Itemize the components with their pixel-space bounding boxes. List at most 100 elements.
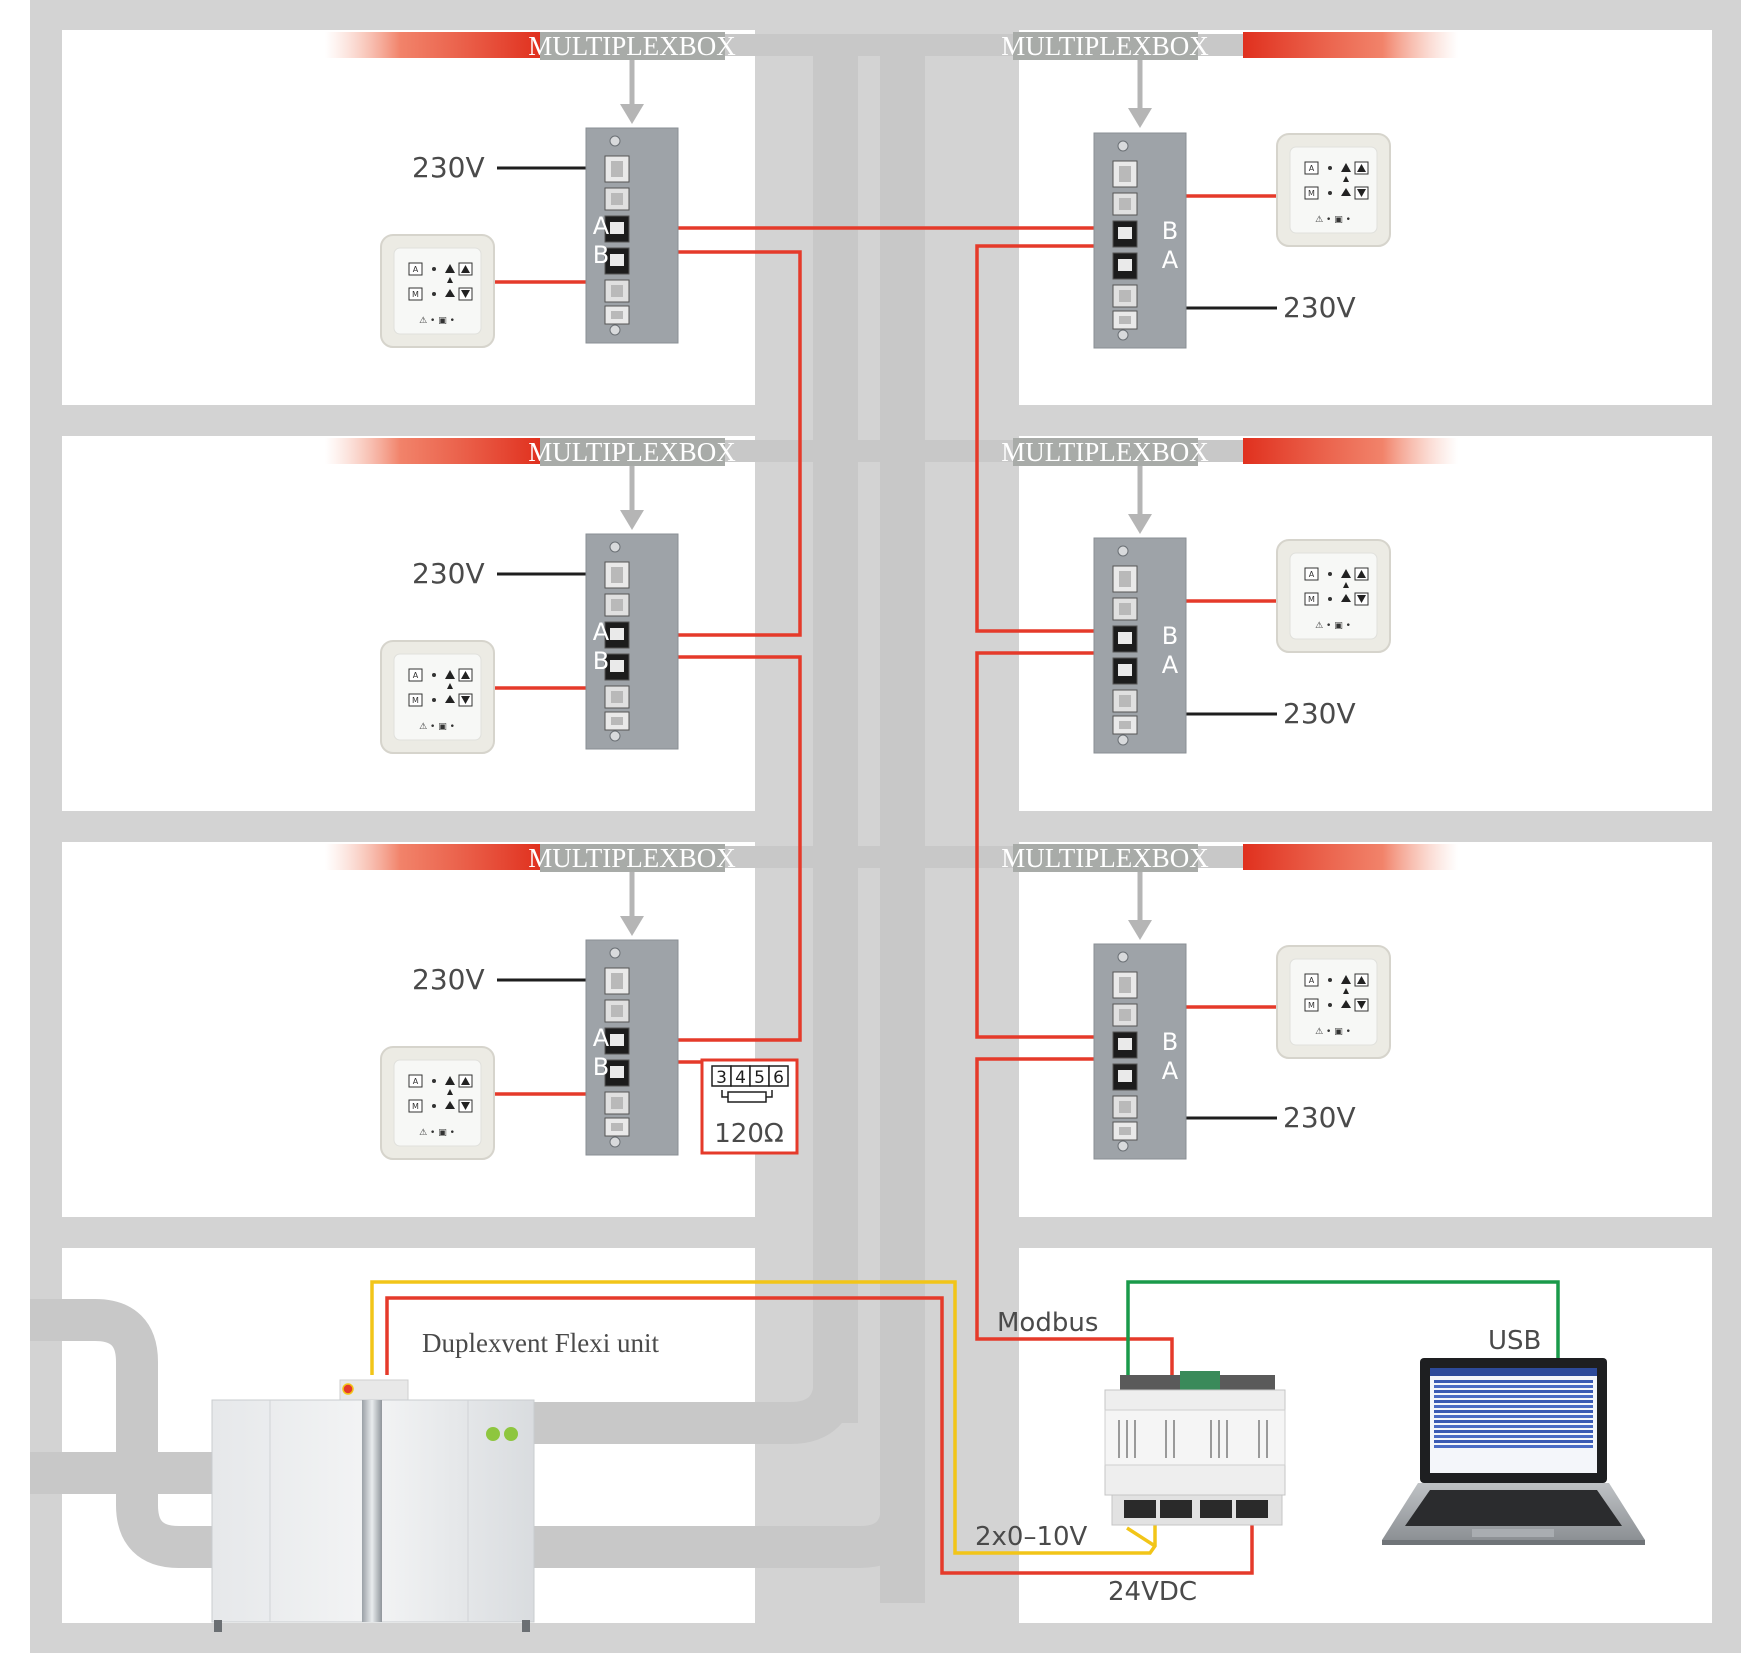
port-label: B (593, 1053, 609, 1081)
mode-a-button (408, 1074, 423, 1088)
distribution-panel-3: AB (585, 533, 679, 750)
svg-text:A: A (1309, 976, 1315, 985)
svg-text:A: A (413, 671, 419, 680)
screw-icon (1117, 545, 1129, 557)
multiplexbox-tag (1013, 438, 1198, 466)
down-arrow-icon (1357, 595, 1366, 603)
up-arrow-icon (461, 265, 470, 273)
screw-icon (1117, 1140, 1129, 1152)
screw-icon (1117, 329, 1129, 341)
port-label: A (1162, 651, 1179, 679)
warning-icon: ⚠ • ▣ • (419, 722, 455, 732)
multiplexbox-label: MULTIPLEXBOX (528, 437, 736, 467)
warning-icon: ⚠ • ▣ • (419, 316, 455, 326)
voltage-label: 230V (1283, 1101, 1356, 1134)
screw-icon (609, 324, 621, 336)
up-arrow-icon (461, 671, 470, 679)
screw-icon (609, 135, 621, 147)
svg-text:A: A (413, 265, 419, 274)
distribution-panel-2: BA (1093, 132, 1187, 349)
multiplexbox-label: MULTIPLEXBOX (528, 843, 736, 873)
down-arrow-icon (461, 696, 470, 704)
mode-m-button (408, 693, 423, 707)
multiplexbox-label: MULTIPLEXBOX (1001, 843, 1209, 873)
mode-a-button (1304, 161, 1319, 175)
warning-icon: ⚠ • ▣ • (1315, 1027, 1351, 1037)
usb-cable (1126, 1280, 1560, 1378)
distribution-panel-1: AB (585, 127, 679, 344)
warning-icon: ⚠ • ▣ • (419, 1128, 455, 1138)
multiplexbox-tag (1013, 844, 1198, 872)
wall-switch-4: AM⚠ • ▣ • (1276, 539, 1391, 653)
mode-a-button (1304, 567, 1319, 581)
voltage-label: 230V (412, 963, 485, 996)
mode-m-button (408, 1099, 423, 1113)
svg-text:M: M (412, 290, 419, 299)
logo-icon (486, 1427, 500, 1441)
voltage-label: 230V (412, 557, 485, 590)
screw-icon (609, 730, 621, 742)
terminal-pin-number: 4 (735, 1068, 746, 1088)
multiplexbox-tag (540, 32, 725, 60)
unit-label: Duplexvent Flexi unit (422, 1328, 659, 1358)
supply-wire (385, 1296, 1254, 1575)
down-arrow-icon (1357, 1001, 1366, 1009)
analog-label: 2x0–10V (975, 1522, 1088, 1552)
multiplexbox-tag (540, 438, 725, 466)
fan-up-icon (445, 670, 455, 679)
screw-icon (609, 541, 621, 553)
svg-text:M: M (412, 1102, 419, 1111)
wall-switch-1: A M ⚠ • ▣ • (380, 234, 495, 348)
voltage-label: 230V (1283, 697, 1356, 730)
fan-up-icon (445, 1076, 455, 1085)
svg-text:M: M (1308, 189, 1315, 198)
multiplexbox-tag (1013, 32, 1198, 60)
mode-m-button (408, 287, 423, 301)
mode-a-button (408, 262, 423, 276)
modbus-label: Modbus (997, 1308, 1098, 1338)
multiplexbox-labels: MULTIPLEXBOX MULTIPLEXBOX MULTIPLEXBOX MULT… (528, 31, 1209, 873)
status-led-icon (342, 1383, 354, 1395)
usb-label: USB (1488, 1326, 1541, 1356)
down-arrow-icon (461, 290, 470, 298)
duct-risers (813, 55, 925, 1603)
wall-switch-5: A M ⚠ • ▣ • (380, 1046, 495, 1160)
port-label: B (1162, 622, 1178, 650)
terminal-pin-number: 3 (716, 1068, 727, 1088)
svg-text:M: M (412, 696, 419, 705)
up-arrow-icon (1357, 570, 1366, 578)
mode-m-button (1304, 186, 1319, 200)
distribution-panel-6: BA (1093, 943, 1187, 1160)
down-arrow-icon (1357, 189, 1366, 197)
port-label: B (593, 241, 609, 269)
wall-switch-3: A M ⚠ • ▣ • (380, 640, 495, 754)
svg-text:M: M (1308, 595, 1315, 604)
mode-a-button (408, 668, 423, 682)
basement-wiring (370, 1280, 1560, 1575)
warning-icon: ⚠ • ▣ • (1315, 621, 1351, 631)
svg-text:A: A (413, 1077, 419, 1086)
up-arrow-icon (461, 1077, 470, 1085)
port-label: B (1162, 1028, 1178, 1056)
duct-columns (755, 30, 1019, 1623)
port-label: A (1162, 246, 1179, 274)
svg-text:A: A (1309, 164, 1315, 173)
screw-icon (1117, 140, 1129, 152)
multiplexbox-label: MULTIPLEXBOX (528, 31, 736, 61)
wall-switches: A M ⚠ • ▣ • A M ⚠ • ▣ • A M ⚠ • ▣ • A M ⚠ • ▣ • A M ⚠ … (380, 133, 1391, 1160)
wall-switch-2: AM⚠ • ▣ • (1276, 133, 1391, 247)
terminator-value: 120Ω (714, 1119, 784, 1149)
supply-label: 24VDC (1108, 1577, 1197, 1607)
fan-up-icon (445, 264, 455, 273)
controller-module (1104, 1371, 1286, 1526)
up-arrow-icon (1357, 164, 1366, 172)
voltage-label: 230V (412, 151, 485, 184)
screw-icon (1117, 734, 1129, 746)
rs485-trunk (645, 226, 1174, 1380)
screw-icon (1117, 951, 1129, 963)
duplexvent-unit: Duplexvent Flexi unit (211, 1328, 659, 1632)
distribution-panel-5: AB (585, 939, 679, 1156)
down-arrow-icon (461, 1102, 470, 1110)
